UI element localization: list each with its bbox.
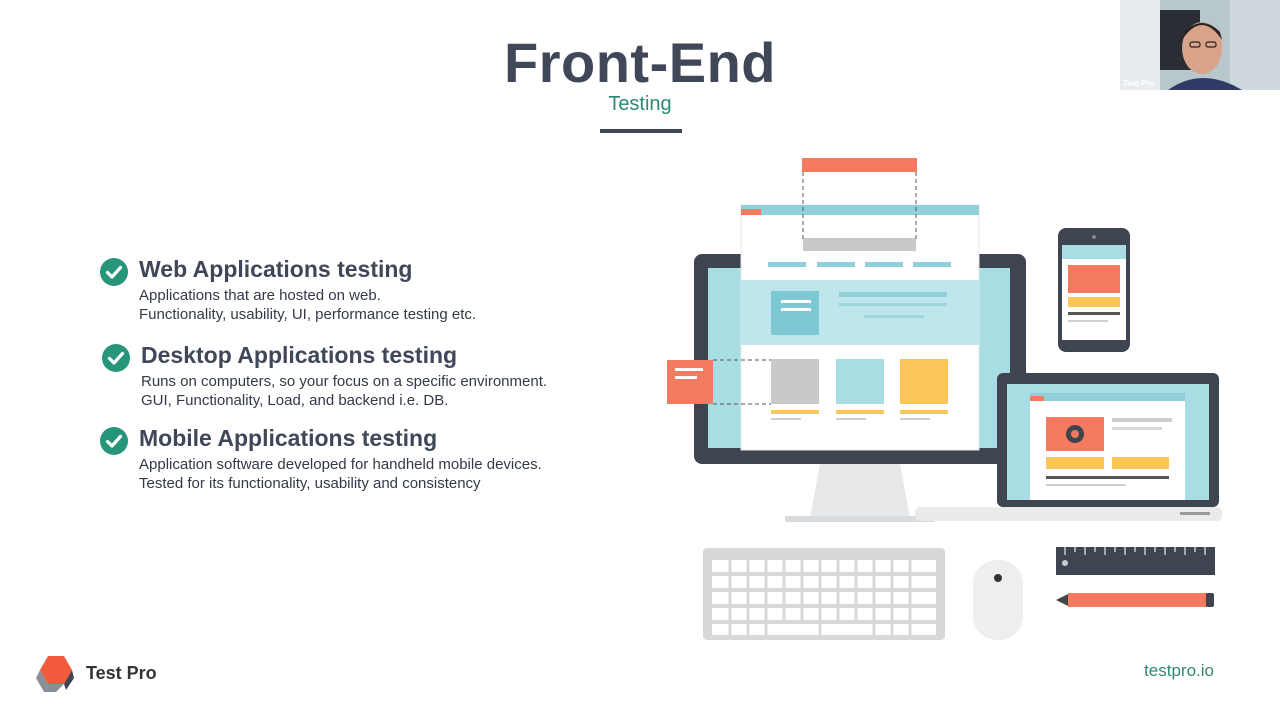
mouse-illustration bbox=[973, 560, 1023, 640]
webcam-video-tile: Test Pro bbox=[1120, 0, 1280, 90]
laptop-illustration bbox=[915, 373, 1222, 521]
floating-side-card bbox=[667, 359, 771, 405]
webcam-participant-label: Test Pro bbox=[1123, 79, 1155, 88]
devices-illustration bbox=[667, 158, 1222, 640]
website-link: testpro.io bbox=[1144, 661, 1214, 680]
slide-subtitle: Testing bbox=[608, 93, 672, 115]
bullet-description: Tested for its functionality, usability … bbox=[139, 475, 481, 492]
bullet-description: Application software developed for handh… bbox=[139, 456, 542, 473]
bullet-description: Applications that are hosted on web. bbox=[139, 287, 381, 304]
gear-icon bbox=[1066, 425, 1084, 443]
ruler-illustration bbox=[1056, 547, 1215, 575]
keyboard-illustration bbox=[703, 548, 945, 640]
test-pro-logo: Test Pro bbox=[36, 654, 186, 694]
check-circle-icon bbox=[102, 344, 130, 372]
bullet-description: GUI, Functionality, Load, and backend i.… bbox=[141, 392, 449, 409]
bullet-description: Functionality, usability, UI, performanc… bbox=[139, 306, 477, 323]
bullet-heading: Desktop Applications testing bbox=[141, 342, 458, 368]
bullet-heading: Web Applications testing bbox=[139, 256, 413, 282]
title-underline bbox=[600, 129, 682, 133]
brand-name: Test Pro bbox=[86, 663, 157, 683]
check-circle-icon bbox=[100, 258, 128, 286]
presenter-video-image bbox=[1120, 0, 1280, 90]
check-circle-icon bbox=[100, 427, 128, 455]
webpage-illustration bbox=[740, 204, 980, 451]
slide-title: Front-End bbox=[504, 31, 776, 94]
mobile-phone-illustration bbox=[1058, 228, 1130, 352]
pencil-illustration bbox=[1056, 593, 1214, 607]
test-pro-logo-icon bbox=[36, 656, 74, 692]
floating-header-card bbox=[802, 158, 917, 240]
bullet-description: Runs on computers, so your focus on a sp… bbox=[141, 373, 548, 390]
bullet-heading: Mobile Applications testing bbox=[139, 425, 438, 451]
